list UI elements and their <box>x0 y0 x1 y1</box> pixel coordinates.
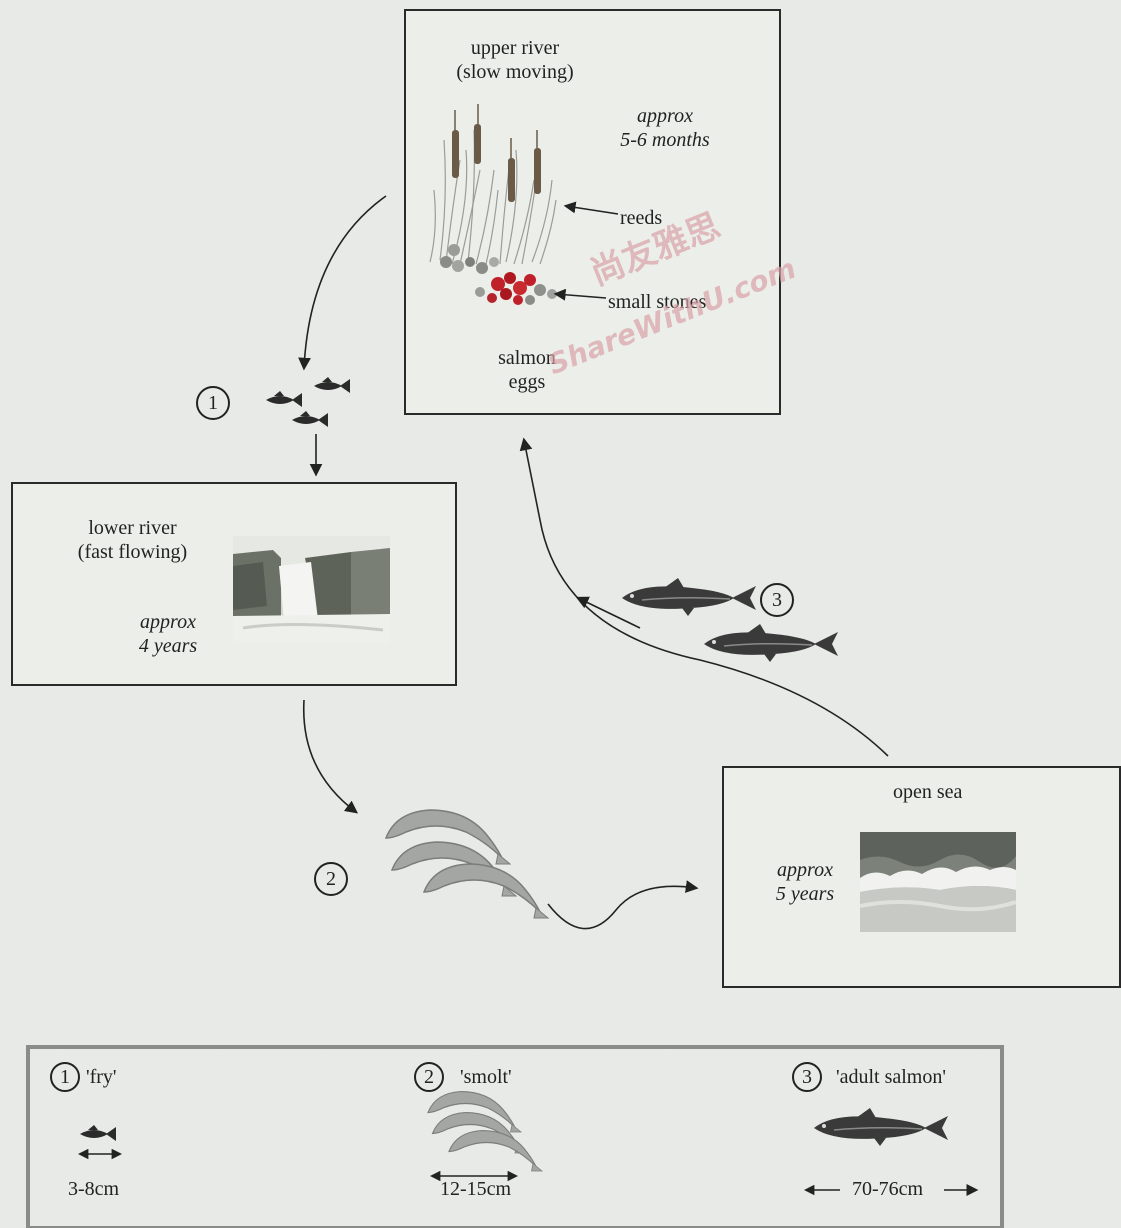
legend-smolt-name: 'smolt' <box>460 1066 512 1088</box>
legend-adult-illustration <box>813 1107 949 1147</box>
waterfall-image <box>233 536 390 643</box>
salmon-eggs-label: salmon eggs <box>482 346 572 394</box>
lower-river-duration-line2: 4 years <box>138 635 198 657</box>
arrow-adult-direction <box>575 596 641 629</box>
stones-pointer-arrow <box>553 288 607 301</box>
arrow-sea-to-upper <box>519 437 889 757</box>
lower-river-duration-line1: approx <box>140 611 196 633</box>
upper-river-duration-line2: 5-6 months <box>620 129 710 151</box>
legend-smolt-marker: 2 <box>414 1062 444 1092</box>
sea-waves-image <box>860 832 1016 932</box>
legend-fry-illustration <box>80 1125 116 1141</box>
open-sea-duration: approx 5 years <box>760 858 850 906</box>
salmon-eggs-illustration <box>487 272 536 305</box>
open-sea-duration-line2: 5 years <box>775 883 835 905</box>
upper-river-box <box>404 9 781 415</box>
lower-river-title-line1: lower river <box>88 517 177 539</box>
salmon-eggs-line2: eggs <box>508 371 546 393</box>
legend-fry-name: 'fry' <box>86 1066 117 1088</box>
cattail-heads <box>452 124 541 202</box>
arrow-upper-to-fry <box>298 195 387 371</box>
upper-river-title: upper river (slow moving) <box>440 36 590 84</box>
legend-smolt-size: 12-15cm <box>440 1178 512 1200</box>
small-stones-label: small stones <box>608 291 707 313</box>
legend-fry-marker: 1 <box>50 1062 80 1092</box>
arrow-smolt-to-sea <box>547 880 699 930</box>
lower-river-title: lower river (fast flowing) <box>50 516 215 564</box>
lower-river-duration: approx 4 years <box>118 610 218 658</box>
reeds-pointer-arrow <box>563 201 619 215</box>
stage-3-marker: 3 <box>760 583 794 617</box>
open-sea-duration-line1: approx <box>777 859 833 881</box>
legend-fry-size: 3-8cm <box>68 1178 120 1200</box>
salmon-eggs-line1: salmon <box>498 347 556 369</box>
reeds-label: reeds <box>620 207 663 229</box>
fry-school-illustration <box>266 377 350 427</box>
upper-river-title-line1: upper river <box>470 37 560 59</box>
legend-adult-marker: 3 <box>792 1062 822 1092</box>
stage-1-marker: 1 <box>196 386 230 420</box>
upper-river-title-line2: (slow moving) <box>456 61 574 83</box>
smolt-group-illustration <box>385 809 549 919</box>
legend-adult-size: 70-76cm <box>852 1178 924 1200</box>
stage-2-marker: 2 <box>314 862 348 896</box>
upper-river-duration: approx 5-6 months <box>600 104 730 152</box>
legend-box <box>26 1045 1004 1228</box>
lower-river-title-line2: (fast flowing) <box>77 541 188 563</box>
legend-adult-name: 'adult salmon' <box>836 1066 946 1088</box>
small-stones-illustration <box>440 244 557 305</box>
arrow-lower-to-smolt <box>302 699 359 814</box>
upper-river-duration-line1: approx <box>637 105 693 127</box>
open-sea-title: open sea <box>893 781 963 803</box>
adult-salmon-illustration <box>621 577 839 663</box>
legend-smolt-illustration <box>427 1090 543 1172</box>
